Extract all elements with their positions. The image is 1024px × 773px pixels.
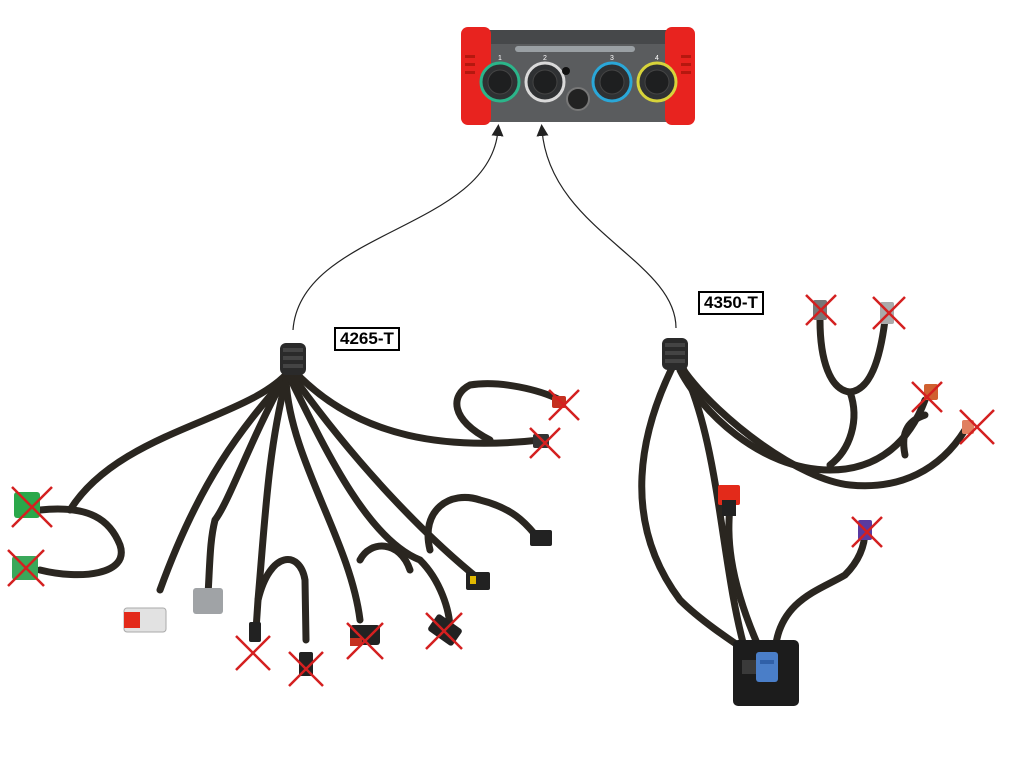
bumper-groove [681,71,691,74]
socket-pins [487,69,513,95]
channel-number: 2 [543,55,547,62]
cable [204,371,290,599]
pin-connector [249,622,261,642]
cable [66,366,294,514]
black-connector [466,572,490,590]
socket-pins [532,69,558,95]
cable [725,496,764,654]
cable [288,371,484,584]
channel-number: 4 [655,55,659,62]
cable [282,376,364,624]
cable [424,493,544,554]
cable [356,542,414,574]
label-4265-t: 4265-T [334,327,400,351]
cable [676,366,929,474]
usb-port [566,87,590,111]
cable [816,316,889,396]
cable [286,374,454,634]
harness-right-cables [638,316,969,654]
small-connector [962,420,974,434]
cable [638,356,749,654]
obd-box [733,640,799,706]
bumper-groove [681,55,691,58]
socket-pins [599,69,625,95]
right-bumper [665,27,695,125]
center-led [562,67,570,75]
grey-connector [193,588,223,614]
bumper-groove [465,63,475,66]
left-bumper [461,27,491,125]
excluded-cross-mark [346,622,384,660]
yellow-latch [470,576,476,584]
excluded-cross-mark [11,486,53,528]
cable [36,505,125,579]
red-latch [124,612,140,628]
channel-sockets: 1 2 3 4 [479,55,678,103]
cable [900,411,929,459]
excluded-cross-mark [548,389,580,421]
channel-number: 1 [498,55,502,62]
label-4350-t: 4350-T [698,291,764,315]
bumper-groove [465,71,475,74]
arrow-right-harness [536,124,677,329]
arrow-left-harness [292,124,504,331]
device-body [477,30,677,122]
harness-left-cables [36,366,564,644]
cable [156,371,292,594]
bumper-groove [681,63,691,66]
connector-body [722,500,736,516]
cable [453,380,564,444]
harness-4265-t [12,343,566,676]
main-connector-left [280,343,306,375]
bumper-groove [465,55,475,58]
device-led-bar [515,46,635,52]
excluded-cross-mark [288,651,324,687]
green-connector [14,492,40,518]
excluded-cross-mark [805,294,837,326]
cable [681,368,969,490]
excluded-cross-mark [425,612,463,650]
cable [254,556,310,644]
cable [771,526,869,654]
excluded-cross-mark [959,409,995,445]
excluded-cross-mark [872,296,906,330]
excluded-cross-mark [529,427,561,459]
data-logger-device: 1 2 3 4 [461,27,695,125]
excluded-markers [7,294,995,687]
cable [291,368,544,447]
pin-connector [299,652,313,676]
socket-pins [644,69,670,95]
channel-number: 3 [610,55,614,62]
cable [826,388,858,469]
excluded-cross-mark [911,381,943,413]
excluded-cross-mark [7,549,45,587]
black-connector [530,530,552,546]
red-latch [350,638,362,646]
main-connector-right [662,338,688,370]
excluded-cross-mark [235,635,271,671]
excluded-cross-mark [851,516,883,548]
harness-4350-t [638,300,974,706]
device-top-edge [477,30,677,44]
